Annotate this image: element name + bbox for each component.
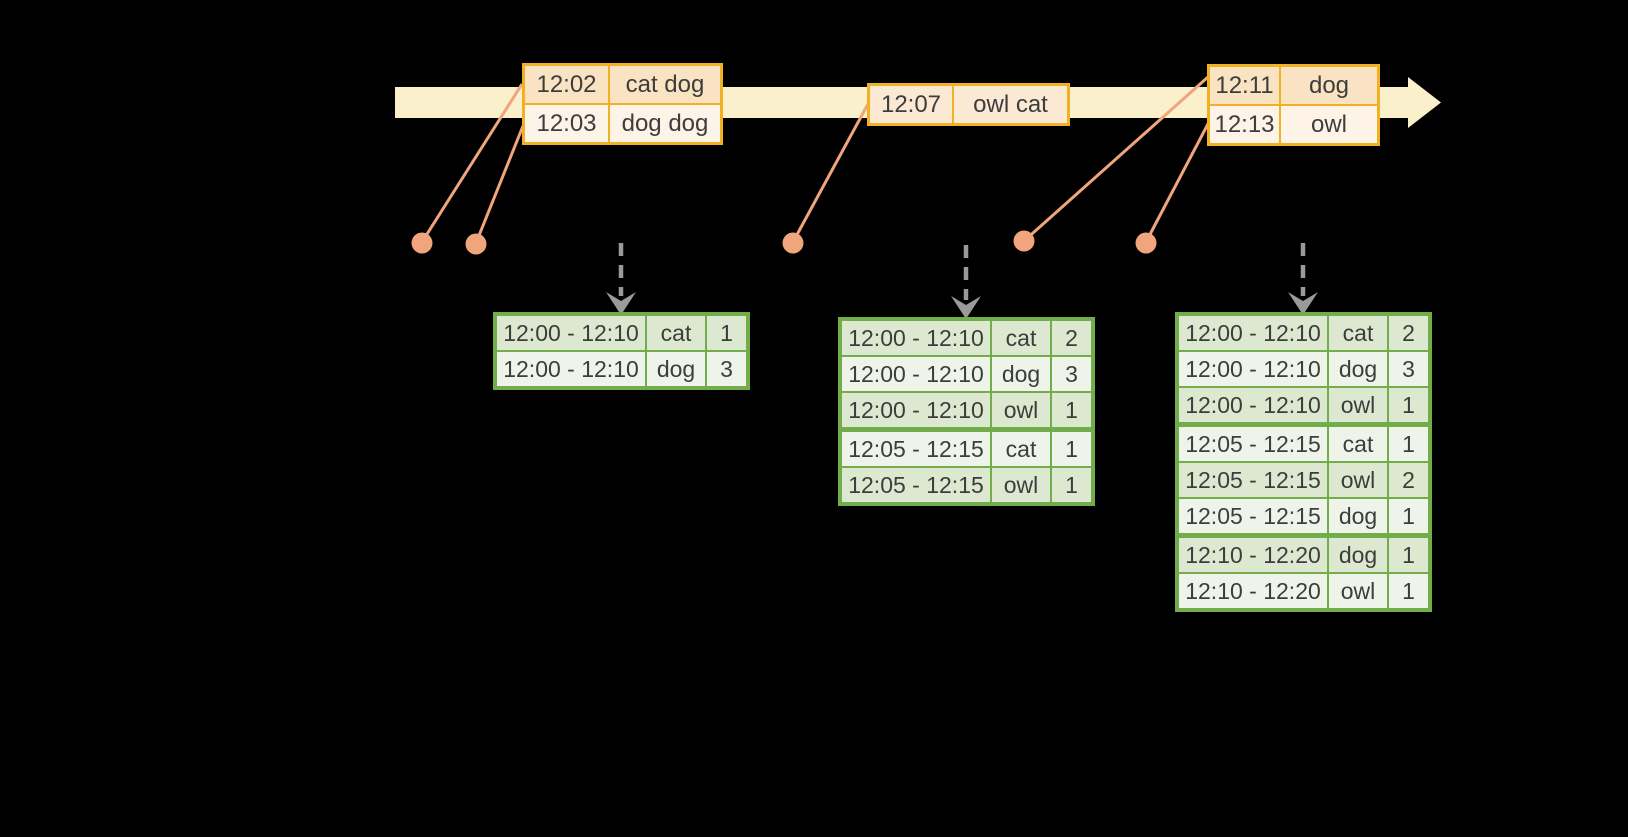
count-cell: 3	[707, 352, 746, 386]
result-row: 12:05 - 12:15 owl 1	[842, 466, 1091, 502]
window-cell: 12:00 - 12:10	[497, 352, 645, 386]
event-dot	[1135, 232, 1157, 254]
result-table-2: 12:00 - 12:10 cat 2 12:00 - 12:10 dog 3 …	[838, 317, 1095, 506]
result-row: 12:00 - 12:10 owl 1	[842, 391, 1091, 427]
result-row: 12:00 - 12:10 cat 2	[1179, 316, 1428, 350]
event-dot	[1013, 230, 1035, 252]
word-cell: owl	[1329, 574, 1387, 608]
event-dot	[782, 232, 804, 254]
word-cell: cat	[992, 321, 1050, 355]
word-cell: dog	[1329, 352, 1387, 386]
event-table-2: 12:07 owl cat	[867, 83, 1070, 126]
timeline-arrowhead-icon	[1408, 77, 1441, 128]
result-row: 12:00 - 12:10 dog 3	[1179, 350, 1428, 386]
window-cell: 12:05 - 12:15	[1179, 499, 1327, 533]
word-cell: dog	[647, 352, 705, 386]
word-cell: cat	[1329, 427, 1387, 461]
event-words-cell: dog dog	[610, 105, 720, 142]
count-cell: 1	[1389, 388, 1428, 422]
result-row: 12:10 - 12:20 dog 1	[1179, 533, 1428, 572]
result-row: 12:00 - 12:10 cat 1	[497, 316, 746, 350]
window-cell: 12:00 - 12:10	[842, 357, 990, 391]
event-table-1: 12:02 cat dog 12:03 dog dog	[522, 63, 723, 145]
count-cell: 1	[1389, 538, 1428, 572]
window-cell: 12:05 - 12:15	[1179, 427, 1327, 461]
window-cell: 12:00 - 12:10	[1179, 352, 1327, 386]
window-cell: 12:00 - 12:10	[1179, 316, 1327, 350]
down-arrow-icon	[951, 245, 981, 319]
event-words-cell: dog	[1281, 67, 1377, 104]
count-cell: 2	[1389, 316, 1428, 350]
event-time-cell: 12:13	[1210, 106, 1279, 143]
word-cell: owl	[1329, 388, 1387, 422]
event-time-cell: 12:03	[525, 105, 608, 142]
word-cell: dog	[1329, 499, 1387, 533]
result-row: 12:05 - 12:15 owl 2	[1179, 461, 1428, 497]
down-arrow-icon	[1288, 243, 1318, 315]
connector-line	[791, 103, 870, 243]
result-row: 12:05 - 12:15 cat 1	[1179, 422, 1428, 461]
word-cell: owl	[992, 393, 1050, 427]
result-row: 12:00 - 12:10 cat 2	[842, 321, 1091, 355]
event-dot	[465, 233, 487, 255]
event-time-cell: 12:07	[870, 86, 952, 123]
result-row: 12:00 - 12:10 dog 3	[497, 350, 746, 386]
connector-line	[1144, 121, 1211, 243]
window-cell: 12:05 - 12:15	[842, 468, 990, 502]
window-cell: 12:00 - 12:10	[1179, 388, 1327, 422]
count-cell: 2	[1052, 321, 1091, 355]
event-row: 12:02 cat dog	[525, 66, 720, 103]
count-cell: 1	[1052, 468, 1091, 502]
event-row: 12:03 dog dog	[525, 103, 720, 142]
word-cell: cat	[1329, 316, 1387, 350]
event-time-cell: 12:11	[1210, 67, 1279, 104]
result-row: 12:00 - 12:10 owl 1	[1179, 386, 1428, 422]
word-cell: owl	[992, 468, 1050, 502]
down-arrow-icon	[606, 243, 636, 315]
connector-line	[474, 125, 525, 244]
count-cell: 2	[1389, 463, 1428, 497]
count-cell: 3	[1389, 352, 1428, 386]
word-cell: cat	[992, 432, 1050, 466]
result-row: 12:05 - 12:15 dog 1	[1179, 497, 1428, 533]
window-cell: 12:00 - 12:10	[842, 321, 990, 355]
window-cell: 12:05 - 12:15	[1179, 463, 1327, 497]
connector-line	[1023, 75, 1209, 243]
count-cell: 1	[1052, 432, 1091, 466]
count-cell: 1	[1389, 499, 1428, 533]
window-cell: 12:00 - 12:10	[497, 316, 645, 350]
event-words-cell: owl	[1281, 106, 1377, 143]
window-cell: 12:10 - 12:20	[1179, 574, 1327, 608]
event-table-3: 12:11 dog 12:13 owl	[1207, 64, 1380, 146]
result-table-3: 12:00 - 12:10 cat 2 12:00 - 12:10 dog 3 …	[1175, 312, 1432, 612]
result-row: 12:05 - 12:15 cat 1	[842, 427, 1091, 466]
word-cell: cat	[647, 316, 705, 350]
count-cell: 1	[1052, 393, 1091, 427]
word-cell: dog	[1329, 538, 1387, 572]
count-cell: 1	[1389, 427, 1428, 461]
result-table-1: 12:00 - 12:10 cat 1 12:00 - 12:10 dog 3	[493, 312, 750, 390]
window-cell: 12:10 - 12:20	[1179, 538, 1327, 572]
word-cell: dog	[992, 357, 1050, 391]
count-cell: 1	[1389, 574, 1428, 608]
result-row: 12:10 - 12:20 owl 1	[1179, 572, 1428, 608]
event-row: 12:07 owl cat	[870, 86, 1067, 123]
window-cell: 12:00 - 12:10	[842, 393, 990, 427]
count-cell: 3	[1052, 357, 1091, 391]
window-cell: 12:05 - 12:15	[842, 432, 990, 466]
event-words-cell: owl cat	[954, 86, 1067, 123]
connector-line	[420, 83, 524, 243]
event-dot	[411, 232, 433, 254]
event-row: 12:13 owl	[1210, 104, 1377, 143]
word-cell: owl	[1329, 463, 1387, 497]
result-row: 12:00 - 12:10 dog 3	[842, 355, 1091, 391]
count-cell: 1	[707, 316, 746, 350]
event-time-cell: 12:02	[525, 66, 608, 103]
event-words-cell: cat dog	[610, 66, 720, 103]
event-row: 12:11 dog	[1210, 67, 1377, 104]
